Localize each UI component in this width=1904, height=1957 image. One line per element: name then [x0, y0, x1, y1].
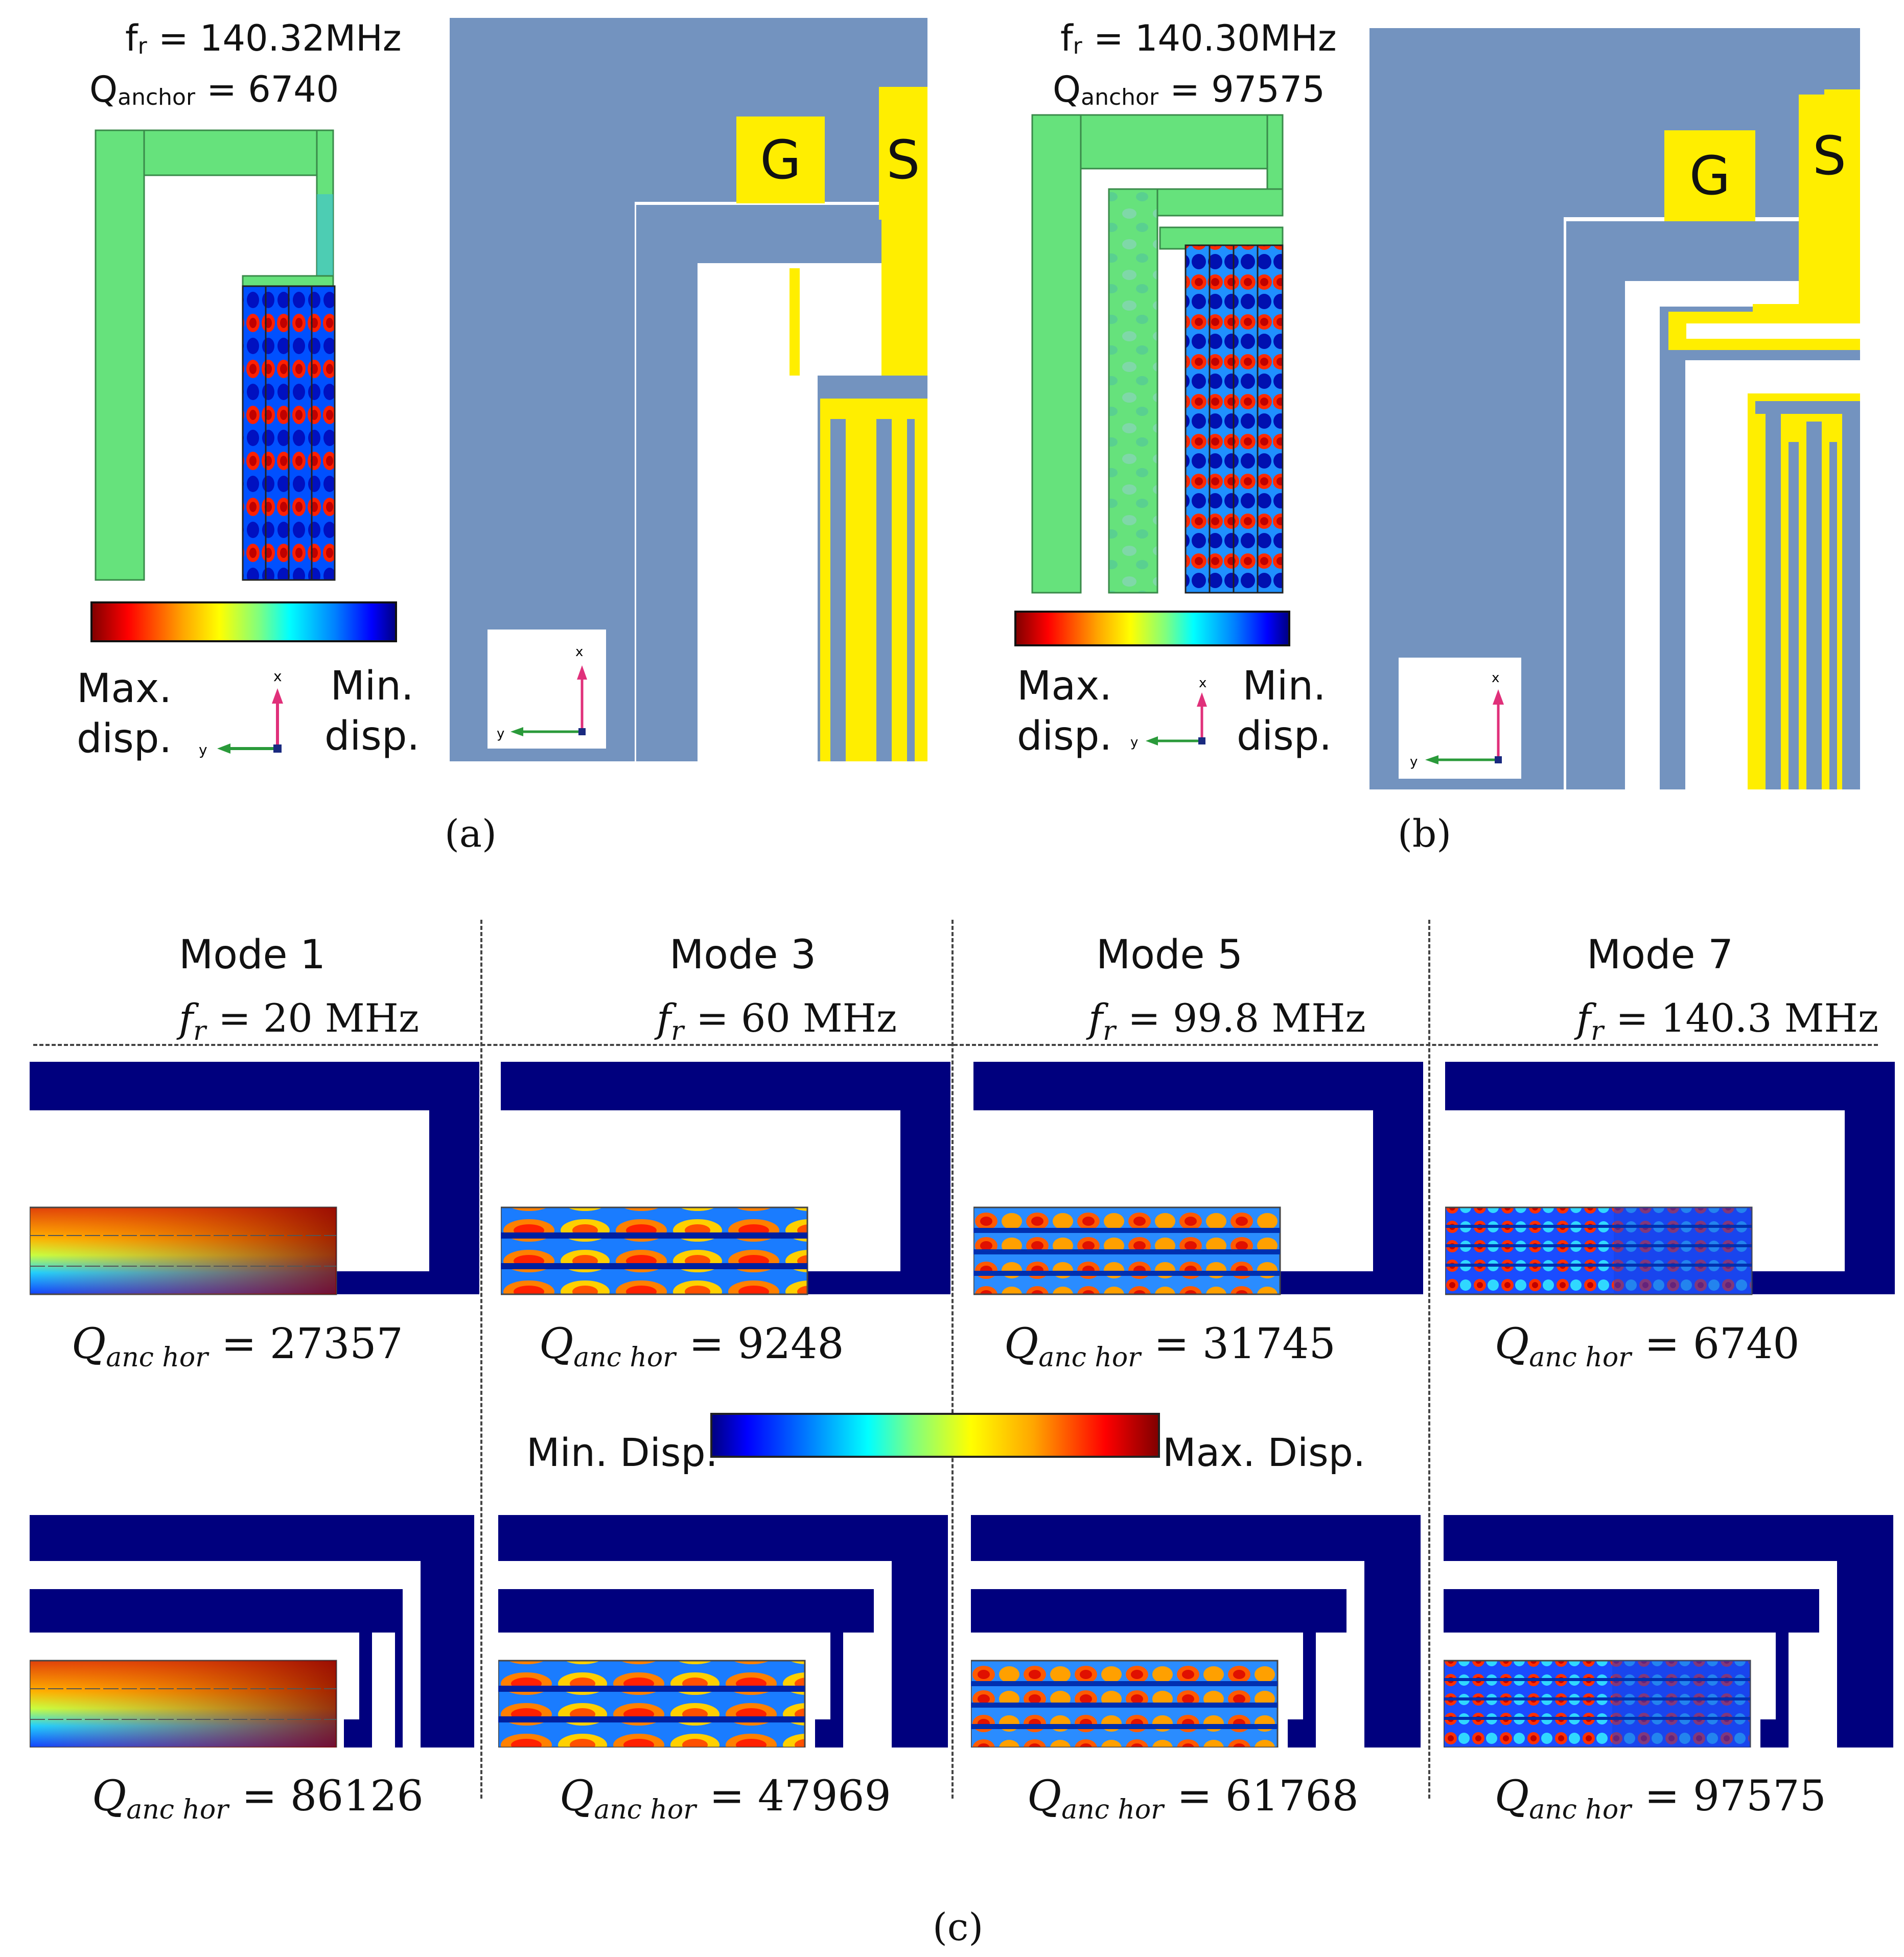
panel-b-simulation [1031, 114, 1284, 594]
panel-c-caption: (c) [933, 1905, 984, 1949]
panel-a-axis-triad-small: x y [199, 668, 283, 758]
mode-7-q-top: Qanc hor = 6740 [1495, 1320, 1800, 1373]
panel-a-colorbar [90, 601, 397, 642]
mode-5-bottom-sim [971, 1515, 1421, 1748]
panel-b-axis-box: x y [1399, 658, 1521, 779]
mode-divider-3 [1428, 920, 1430, 1799]
panel-b-freq: fr = 140.30MHz [1060, 17, 1337, 59]
panel-b-axis-triad-small: x y [1130, 677, 1207, 750]
mode-1-freq: fr = 20 MHz [179, 995, 419, 1046]
mode-1-q-top: Qanc hor = 27357 [72, 1320, 403, 1373]
mode-5-freq: fr = 99.8 MHz [1088, 995, 1366, 1046]
mode-header-divider [33, 1044, 1878, 1046]
mode-5-title: Mode 5 [1096, 932, 1243, 978]
panel-a-colorbar-min-label: Min. disp. [324, 663, 420, 759]
panel-c-colorbar [710, 1413, 1160, 1458]
panel-a-ground-pad: G [736, 117, 825, 203]
panel-a-q-anchor: Qanchor = 6740 [89, 68, 339, 110]
mode-7-title: Mode 7 [1587, 932, 1733, 978]
axis-y-label: y [1130, 735, 1138, 750]
axis-x-label: x [575, 644, 583, 660]
axis-y-label: y [497, 726, 504, 741]
panel-a-caption: (a) [445, 812, 497, 856]
panel-b-colorbar-min-label: Min. disp. [1237, 663, 1332, 759]
panel-b-colorbar [1014, 611, 1290, 646]
panel-b-caption: (b) [1398, 812, 1452, 856]
axis-x-label: x [1199, 677, 1206, 691]
mode-7-top-sim [1445, 1062, 1895, 1295]
mode-7-q-bottom: Qanc hor = 97575 [1495, 1772, 1826, 1825]
mode-3-q-top: Qanc hor = 9248 [539, 1320, 844, 1373]
mode-3-top-sim [501, 1062, 950, 1295]
mode-1-bottom-sim [30, 1515, 474, 1748]
mode-7-freq: fr = 140.3 MHz [1576, 995, 1878, 1046]
mode-5-top-sim [973, 1062, 1423, 1295]
panel-b-colorbar-max-label: Max. disp. [1017, 663, 1112, 759]
panel-a-colorbar-max-label: Max. disp. [77, 666, 172, 762]
axis-y-label: y [1410, 754, 1418, 770]
mode-3-q-bottom: Qanc hor = 47969 [560, 1772, 891, 1825]
mode-divider-2 [951, 920, 954, 1799]
mode-3-bottom-sim [498, 1515, 948, 1748]
panel-c-colorbar-max-label: Max. Disp. [1163, 1430, 1366, 1475]
mode-5-q-bottom: Qanc hor = 61768 [1027, 1772, 1359, 1825]
panel-b-q-anchor: Qanchor = 97575 [1053, 68, 1325, 110]
mode-1-top-sim [30, 1062, 479, 1295]
mode-5-q-top: Qanc hor = 31745 [1004, 1320, 1336, 1373]
panel-a-freq: fr = 140.32MHz [125, 17, 402, 59]
panel-c-colorbar-min-label: Min. Disp. [526, 1430, 718, 1475]
panel-a-axis-box: x y [487, 630, 606, 749]
panel-a-signal-pad: S [879, 117, 927, 203]
axis-x-label: x [1492, 670, 1499, 686]
mode-1-q-bottom: Qanc hor = 86126 [92, 1772, 424, 1825]
mode-divider-1 [480, 920, 482, 1799]
mode-3-title: Mode 3 [669, 932, 816, 978]
panel-a-simulation [95, 129, 336, 581]
mode-3-freq: fr = 60 MHz [657, 995, 897, 1046]
axis-x-label: x [273, 668, 282, 685]
mode-7-bottom-sim [1444, 1515, 1893, 1748]
axis-y-label: y [199, 741, 207, 758]
mode-1-title: Mode 1 [179, 932, 326, 978]
panel-b-signal-pad: S [1799, 95, 1860, 217]
panel-b-ground-pad: G [1664, 130, 1755, 221]
